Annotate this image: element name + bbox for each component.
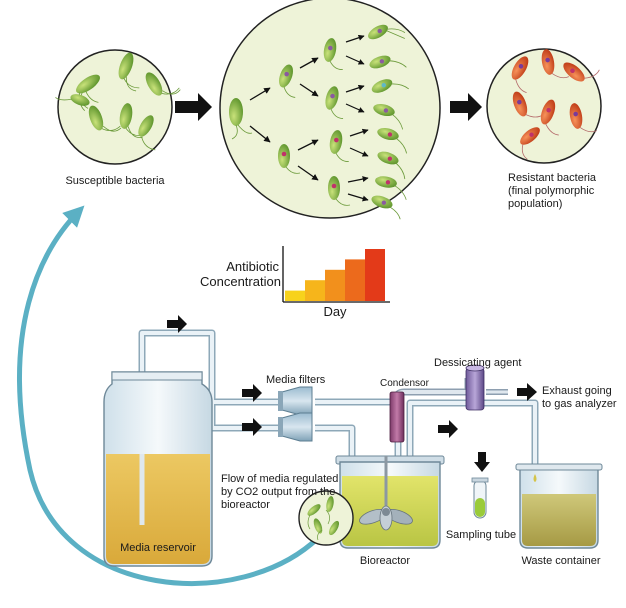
chart-y-label-line1: Antibiotic [226, 259, 279, 274]
label-media-reservoir: Media reservoir [120, 542, 196, 554]
exhaust-arrow [517, 383, 537, 401]
label-exhaust-line2: to gas analyzer [542, 398, 617, 410]
dessicating-agent [465, 364, 485, 411]
chart-bar-4 [345, 259, 365, 301]
condensor [389, 391, 405, 443]
media-filter-2 [278, 412, 313, 442]
pipe-arrow-filter-1 [242, 384, 262, 402]
label-dessicating-agent: Dessicating agent [434, 357, 522, 369]
bacteria-group-right [511, 49, 600, 160]
label-sampling-tube: Sampling tube [445, 529, 517, 541]
sampling-tube [471, 477, 489, 519]
chart-bar-1 [285, 290, 305, 301]
label-flow-of-media: Flow of media regulated by CO2 output fr… [221, 473, 338, 512]
label-resistant-line3: population) [508, 198, 563, 210]
media-reservoir [103, 371, 213, 567]
label-flow-line3: bioreactor [221, 499, 270, 511]
label-exhaust-line1: Exhaust going [542, 385, 612, 397]
bacteria-group-center [229, 24, 410, 220]
recycle-arrow [17, 205, 320, 586]
media-filter-1 [278, 386, 313, 416]
chart-bar-5 [365, 249, 385, 301]
pipe-arrow-top [167, 315, 187, 333]
label-waste-container: Waste container [521, 555, 601, 567]
evolution-circle [219, 0, 441, 220]
chart-y-label: Antibiotic Concentration [200, 259, 281, 289]
pipe-arrow-waste [438, 420, 458, 438]
label-flow-line1: Flow of media regulated [221, 473, 339, 485]
bioreactor-zoom-circle [298, 490, 354, 546]
bioreactor [335, 455, 445, 549]
antibiotic-chart [282, 246, 390, 303]
resistant-circle [486, 48, 602, 164]
susceptible-circle [55, 49, 181, 165]
flow-arrow-1 [175, 93, 212, 121]
label-condensor: Condensor [380, 378, 429, 389]
label-media-filters: Media filters [266, 374, 326, 386]
label-resistant-line1: Resistant bacteria [508, 172, 597, 184]
label-flow-line2: by CO2 output from the [221, 486, 336, 498]
label-resistant-line2: (final polymorphic [508, 185, 595, 197]
chart-bar-3 [325, 269, 345, 301]
chart-y-label-line2: Concentration [200, 274, 281, 289]
label-exhaust: Exhaust going to gas analyzer [542, 385, 617, 411]
label-bioreactor: Bioreactor [359, 555, 411, 567]
label-resistant-bacteria: Resistant bacteria (final polymorphic po… [508, 172, 596, 211]
pipe-arrow-filter-2 [242, 418, 262, 436]
impeller [359, 505, 413, 531]
chart-bar-2 [305, 280, 325, 301]
chart-x-label: Day [323, 304, 347, 319]
pipe-arrow-sample [474, 452, 490, 472]
bacteria-group-left [55, 52, 181, 151]
label-susceptible-bacteria: Susceptible bacteria [65, 175, 165, 187]
waste-container [515, 463, 603, 549]
flow-arrow-2 [450, 93, 482, 121]
